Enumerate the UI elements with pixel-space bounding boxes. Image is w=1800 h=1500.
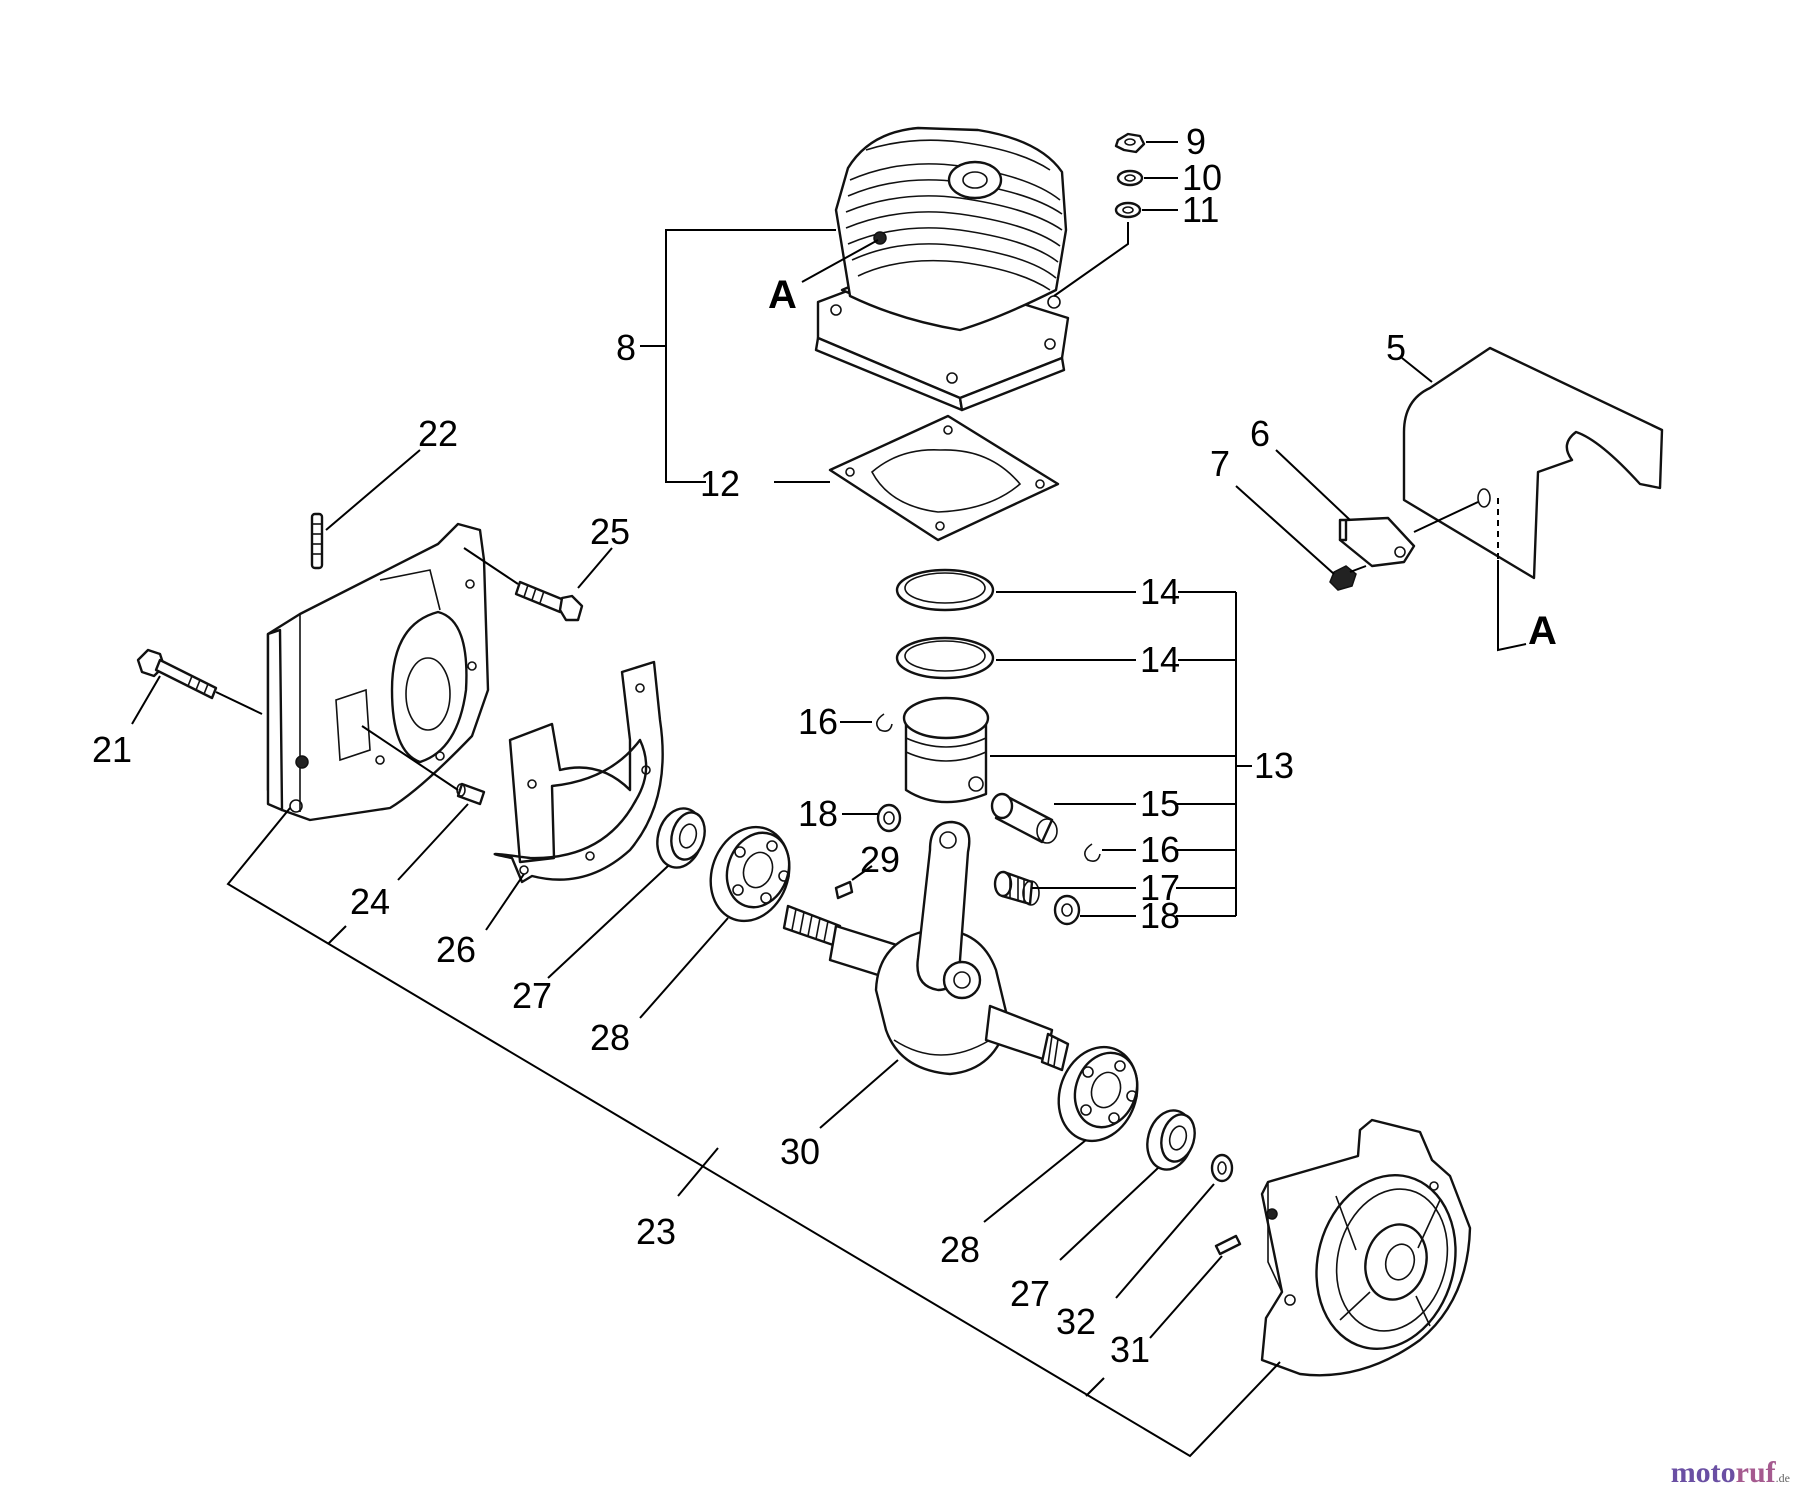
label-31: 31 [1110,1329,1150,1370]
label-30: 30 [780,1131,820,1172]
label-28-right: 28 [940,1229,980,1270]
label-21: 21 [92,729,132,770]
watermark-suffix: .de [1775,1471,1790,1485]
crankcase-gasket-part [493,660,664,884]
label-24: 24 [350,881,390,922]
marker-a-cover: A [1528,609,1557,653]
flange-bolt-part [514,580,584,622]
label-14-lower: 14 [1140,639,1180,680]
circlip-right [1084,843,1101,862]
crankcase-right-part [1260,1118,1472,1377]
marker-a-cylinder: A [768,273,797,317]
watermark-text-accent: ruf [1735,1456,1776,1489]
label-25: 25 [590,511,630,552]
label-6: 6 [1250,413,1270,454]
bolt-part [1329,565,1367,591]
label-11: 11 [1182,189,1219,230]
label-8: 8 [616,327,636,368]
label-27-left: 27 [512,975,552,1016]
piston-pin-part [990,792,1058,844]
cylinder-gasket-part [828,414,1060,542]
woodruff-key-part [834,880,854,900]
ball-bearing-right [1057,1045,1139,1143]
label-12: 12 [700,463,740,504]
oil-seal-right [1146,1109,1196,1171]
dowel-pin-part [456,782,486,806]
label-15: 15 [1140,783,1180,824]
label-7: 7 [1210,443,1230,484]
spring-washer-part [1116,169,1144,187]
thrust-washer-right [1053,894,1081,926]
bracket-part [1338,516,1416,568]
label-28-left: 28 [590,1017,630,1058]
crankshaft-part [782,820,1070,1076]
label-26: 26 [436,929,476,970]
label-32: 32 [1056,1301,1096,1342]
label-9: 9 [1186,121,1206,162]
piston-part [902,696,990,804]
oil-seal-left [656,807,706,869]
label-10: 10 [1182,157,1222,198]
shim-washer-part [1210,1153,1234,1183]
piston-ring-lower [895,636,995,680]
label-13: 13 [1254,745,1294,786]
label-27-right: 27 [1010,1273,1050,1314]
watermark-text: moto [1670,1456,1736,1489]
washer-part [1114,201,1142,219]
label-22: 22 [418,413,458,454]
circlip-left [876,713,893,732]
small-stud-part [1214,1234,1242,1256]
stud-part [310,512,324,570]
label-29: 29 [860,839,900,880]
leader-lines [131,141,1527,1458]
piston-ring-upper [895,568,995,612]
label-18-right: 18 [1140,895,1180,936]
label-23: 23 [636,1211,676,1252]
label-16-left: 16 [798,701,838,742]
needle-bearing-part [993,870,1040,906]
label-16-right: 16 [1140,829,1180,870]
cover-part [1402,346,1664,580]
label-17: 17 [1140,867,1180,908]
thrust-washer-left [876,803,902,833]
watermark-logo: motoruf.de [1671,1456,1790,1490]
nut-part [1114,132,1146,154]
part-labels: 5 6 7 8 9 10 11 12 13 14 14 15 16 16 17 … [92,121,1557,1370]
crankcase-left-part [266,522,490,822]
long-bolt-part [136,648,218,700]
label-18-left: 18 [798,793,838,834]
cylinder-part [814,126,1070,412]
ball-bearing-left [709,825,791,923]
label-5: 5 [1386,327,1406,368]
label-14-upper: 14 [1140,571,1180,612]
